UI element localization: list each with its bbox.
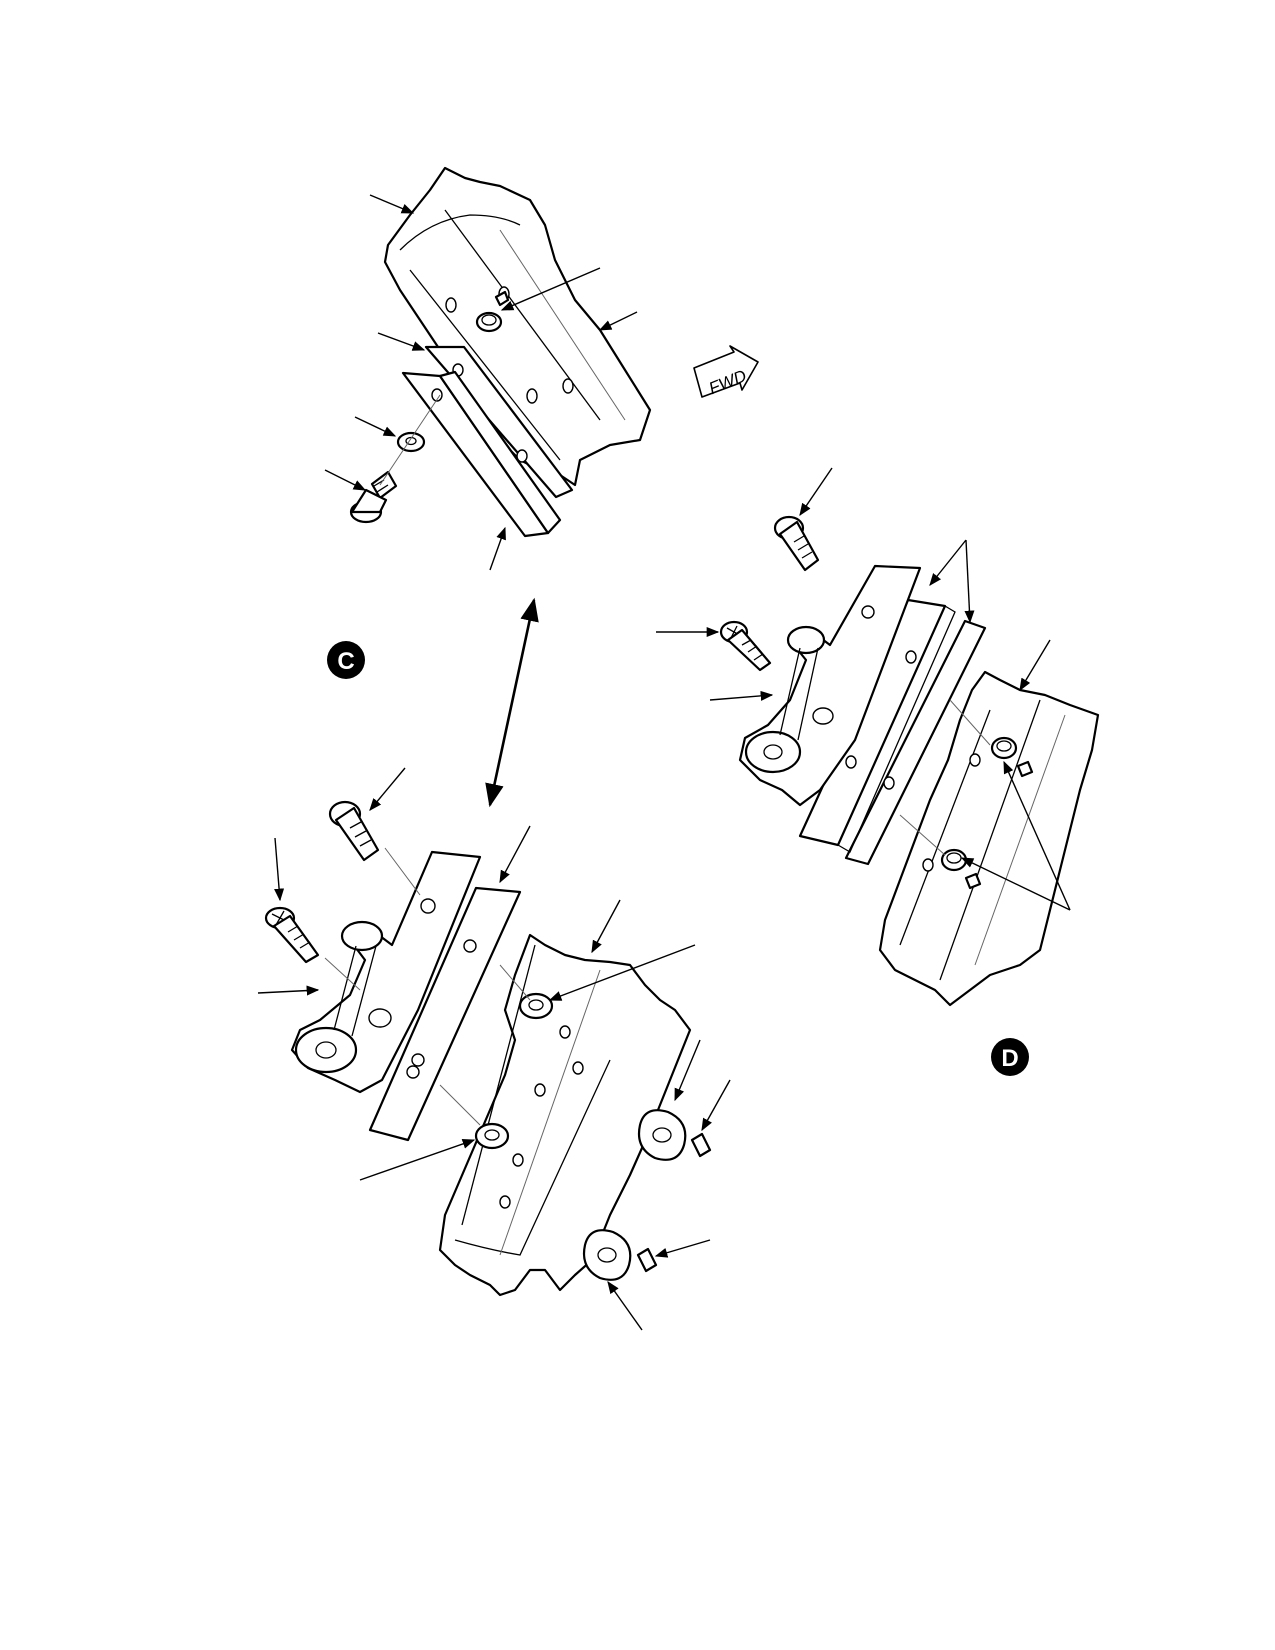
right-nut-lower [940, 848, 982, 890]
view-d-label: D [1001, 1045, 1018, 1072]
bottom-assembly [257, 767, 731, 1331]
right-nut-upper [990, 736, 1034, 778]
right-assembly [656, 467, 1100, 1007]
top-assembly [324, 166, 652, 571]
assembly-relation-arrow [485, 597, 539, 808]
bottom-nutplate-upper [637, 1109, 712, 1161]
right-countersunk-screw [719, 620, 772, 672]
bottom-shim [368, 886, 522, 1142]
right-channel [878, 670, 1100, 1007]
view-c-label: C [337, 648, 354, 675]
right-socket-bolt [773, 515, 820, 572]
bottom-countersunk-screw [264, 906, 320, 964]
forward-direction-indicator: FWD [693, 345, 759, 398]
bottom-washer-upper [518, 992, 554, 1020]
top-bolt [349, 470, 398, 524]
view-d-badge: D [991, 1038, 1029, 1076]
top-channel [383, 166, 652, 487]
top-nut [475, 290, 510, 333]
bottom-socket-bolt [328, 800, 380, 862]
top-washer [396, 431, 426, 453]
bottom-washer-lower [474, 1122, 510, 1150]
bottom-nutplate-lower [582, 1229, 658, 1281]
view-c-badge: C [327, 641, 365, 679]
